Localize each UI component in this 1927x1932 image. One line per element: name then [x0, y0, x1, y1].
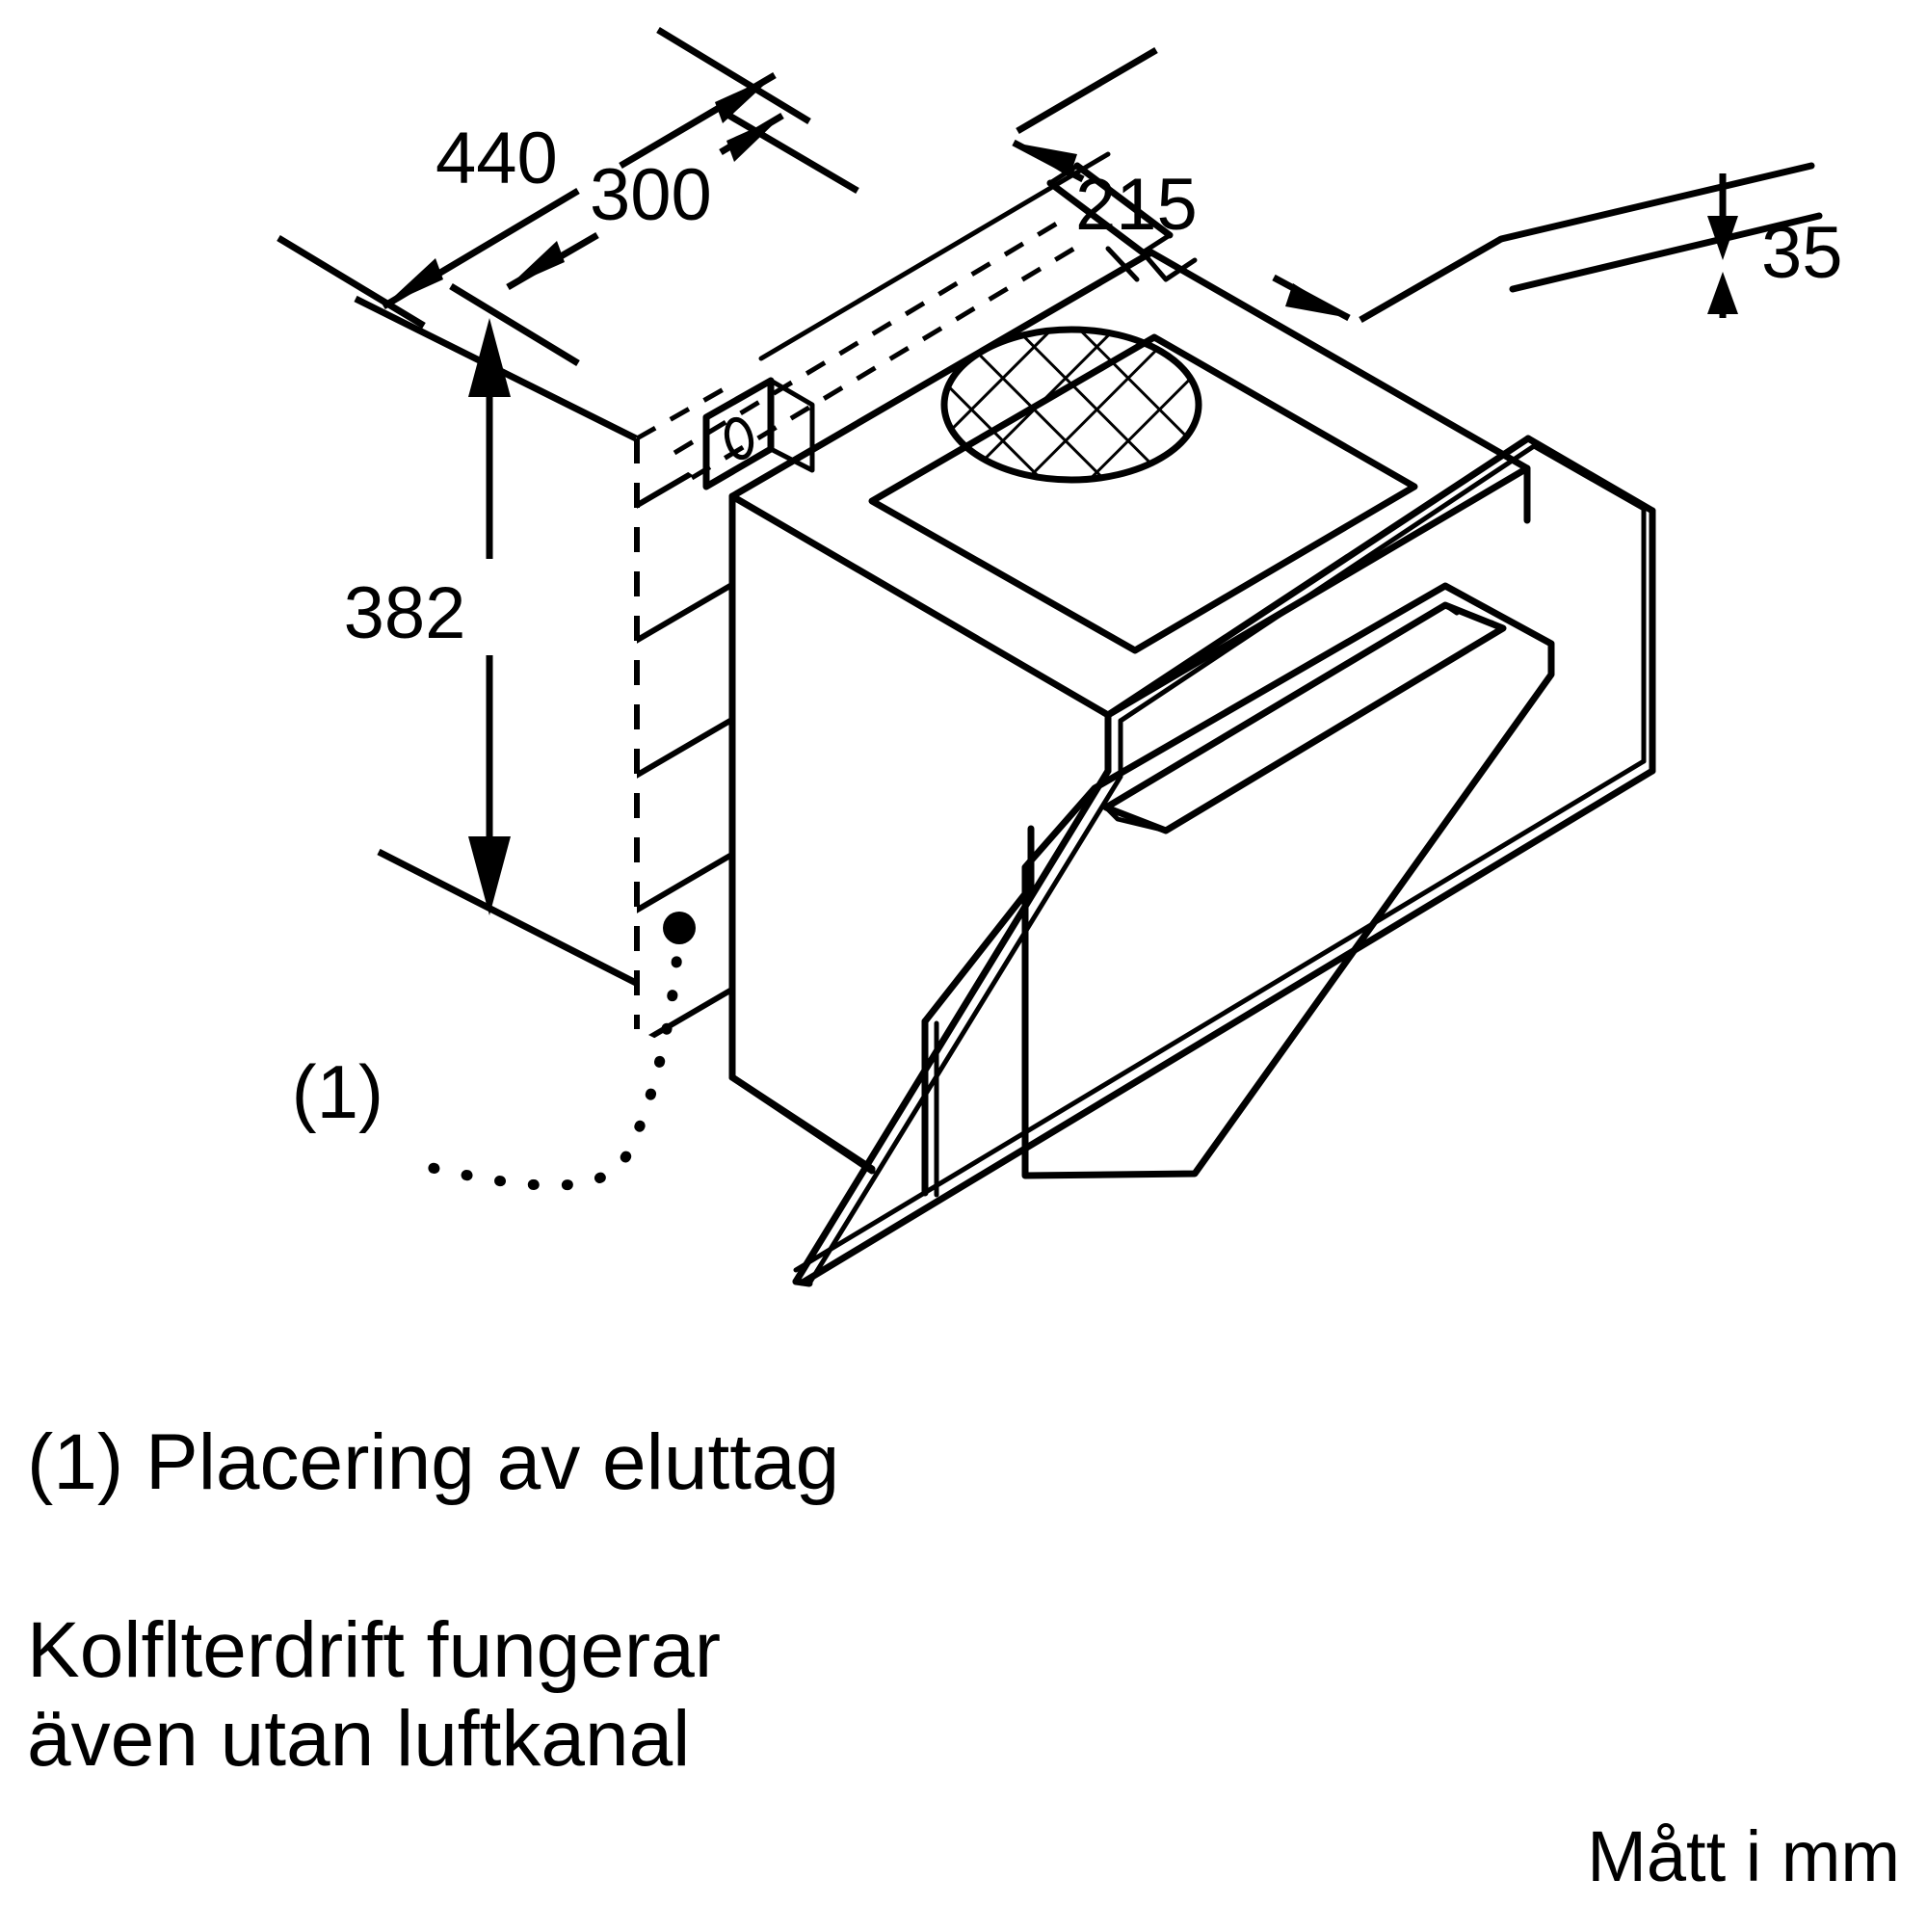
socket-leader-line: [418, 922, 685, 1191]
dimension-300: 300: [449, 112, 859, 366]
dimension-35: 35: [1497, 162, 1843, 318]
dimension-215-label: 215: [1075, 164, 1198, 246]
dimension-382-label: 382: [344, 572, 466, 654]
keyhole-slot: [724, 416, 754, 461]
dimension-35-label: 35: [1761, 212, 1843, 294]
socket-callout: (1): [292, 912, 696, 1191]
note-recirc-line-2: även utan luftkanal: [27, 1695, 690, 1783]
panel-handle: [1102, 601, 1507, 834]
notes-block: (1) Placering av eluttag Kolflterdrift f…: [27, 1418, 839, 1783]
note-recirc-line-1: Kolflterdrift fungerar: [27, 1606, 721, 1694]
circular-mesh-grille: [940, 326, 1202, 484]
note-socket-line-1: (1) Placering av eluttag: [27, 1418, 839, 1506]
dimension-440: 440: [277, 27, 811, 329]
dimension-382: 382: [344, 295, 638, 987]
duct-connector: [673, 151, 1198, 481]
hood-lower-body: [728, 1073, 876, 1173]
grille-outline: [940, 326, 1202, 484]
dimension-440-label: 440: [436, 118, 558, 199]
angled-glass-front-panel: [792, 435, 1656, 1287]
dimension-300-label: 300: [590, 154, 712, 236]
socket-callout-label: (1): [292, 1049, 383, 1134]
unit-note-label: Mått i mm: [1587, 1816, 1900, 1896]
dimension-215: 215: [1012, 46, 1503, 324]
